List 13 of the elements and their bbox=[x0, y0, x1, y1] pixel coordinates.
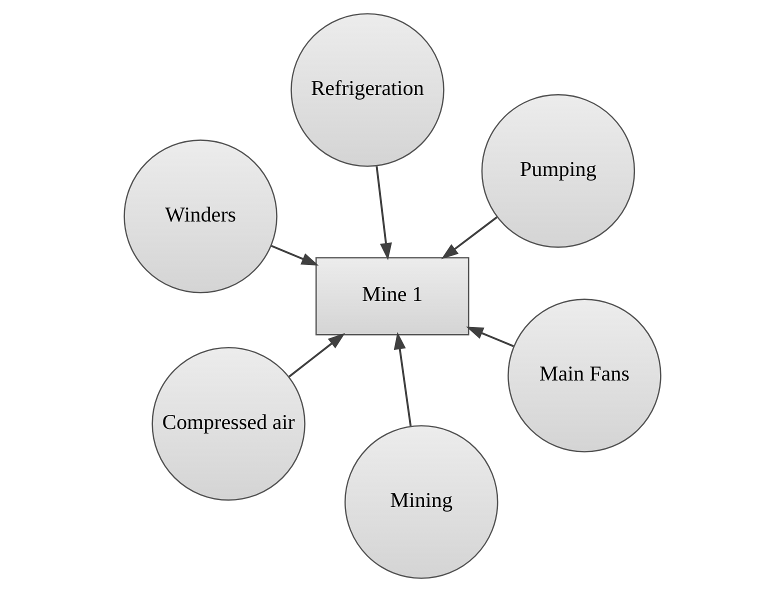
arrow bbox=[440, 216, 497, 260]
node-circle: Refrigeration bbox=[290, 13, 444, 167]
arrow bbox=[393, 332, 412, 426]
node-box: Mine 1 bbox=[314, 257, 469, 336]
node-circle: Winders bbox=[123, 140, 277, 294]
arrow bbox=[270, 244, 318, 266]
node-circle: Pumping bbox=[480, 94, 635, 248]
arrow bbox=[375, 166, 392, 260]
arrow bbox=[466, 326, 514, 348]
node-circle: Mining bbox=[344, 425, 498, 579]
node-circle: Main Fans bbox=[507, 298, 661, 452]
arrow bbox=[288, 332, 345, 378]
node-circle: Compressed air bbox=[151, 346, 305, 501]
